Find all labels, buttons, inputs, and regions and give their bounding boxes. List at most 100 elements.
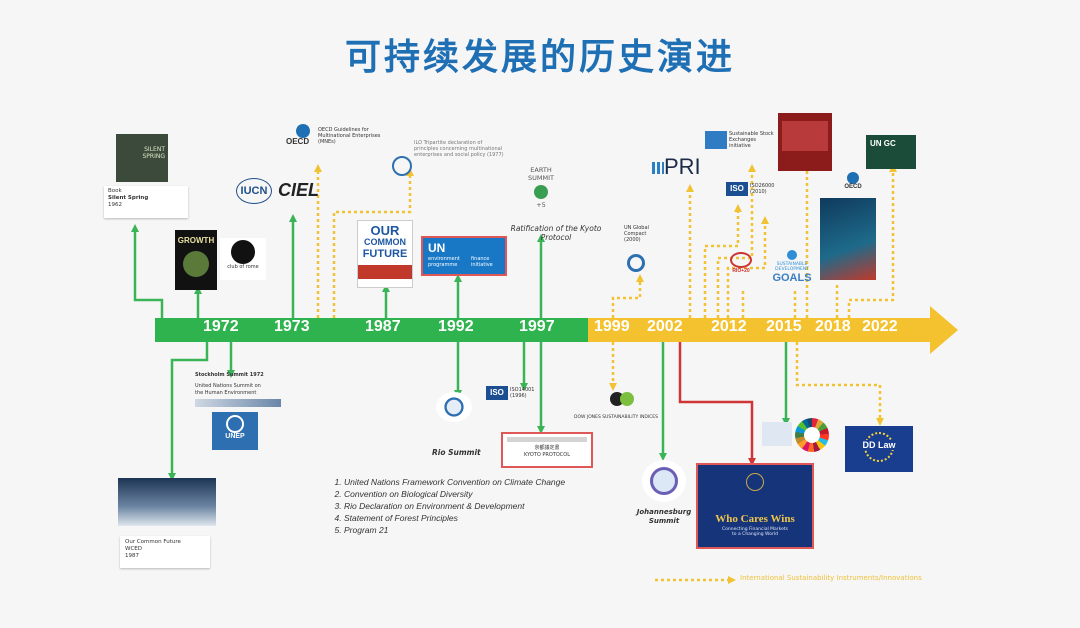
oecd-logo-text: OECD xyxy=(286,137,310,146)
earth-from-space-image xyxy=(118,478,216,526)
compact-line3: (2000) xyxy=(624,237,641,243)
kyoto-doc-line1: 京都議定書 xyxy=(534,445,560,451)
timeline-green-segment xyxy=(155,318,588,342)
list-item: Convention on Biological Diversity xyxy=(344,488,565,500)
iso26000-text: ISO26000 (2010) xyxy=(750,183,775,195)
unep-fi-right-text: finance initiative xyxy=(471,256,493,268)
earth-summit-line1: EARTH xyxy=(530,166,552,174)
ocf-line1: OUR xyxy=(370,223,400,238)
iso26000-logo: ISO xyxy=(726,182,748,196)
oecd-report-cover xyxy=(820,198,876,280)
earth-summit-plus: +5 xyxy=(536,201,546,209)
ilo-declaration-text: ILO Tripartite declaration of principles… xyxy=(414,140,504,158)
iucn-logo: IUCN xyxy=(236,178,272,204)
sdg-goals-logo: SUSTAINABLE DEVELOPMENT GOALS xyxy=(768,250,816,284)
oecd-guidelines-text: OECD Guidelines for Multinational Enterp… xyxy=(318,127,381,145)
iso14001-logo: ISO xyxy=(486,386,508,400)
earth-summit-logo: EARTH SUMMIT +5 xyxy=(518,166,564,209)
year-2022: 2022 xyxy=(862,318,898,335)
un-compact-logo-icon xyxy=(627,254,645,272)
caption-line1: Book xyxy=(108,188,122,194)
un-emblem-icon xyxy=(787,250,797,260)
our-common-future-cover: OUR COMMON FUTURE xyxy=(357,220,413,288)
club-of-rome-logo: club of rome xyxy=(220,238,266,280)
kyoto-ratification-text: Ratification of the Kyoto Protocol xyxy=(510,224,602,242)
green-arrowheads xyxy=(131,214,790,481)
oecd-circle-icon xyxy=(296,124,310,138)
silent-spring-book-title: SILENT SPRING xyxy=(142,146,165,160)
cover-band xyxy=(358,265,412,279)
oecd-circle-icon xyxy=(847,172,859,184)
sdg-line2: DEVELOPMENT xyxy=(775,267,809,272)
unep-label: UNEP xyxy=(225,433,245,440)
year-1992: 1992 xyxy=(438,318,474,335)
pri-logo: PRI xyxy=(652,154,701,180)
cf-caption-line1: Our Common Future xyxy=(125,539,181,545)
stockholm-line2: United Nations Summit on xyxy=(195,383,261,389)
unep-logo: UNEP xyxy=(212,412,258,450)
ilo-logo-icon xyxy=(392,156,412,176)
sse-logo-icon xyxy=(705,131,727,149)
unep-fi-left-text: environment programme xyxy=(428,256,460,268)
unep-emblem-icon xyxy=(226,415,244,433)
pri-label: PRI xyxy=(664,154,701,179)
year-1973: 1973 xyxy=(274,318,310,335)
year-2015: 2015 xyxy=(766,318,802,335)
rio-summit-logo xyxy=(436,392,476,428)
ocf-line2: COMMON xyxy=(364,237,406,247)
eu-dd-law-image: DD Law xyxy=(845,426,913,472)
who-cares-wins-report: Who Cares Wins Connecting Financial Mark… xyxy=(696,463,814,549)
djsi-text: DOW JONES SUSTAINABILITY INDICES xyxy=(573,415,658,420)
list-item: Rio Declaration on Environment & Develop… xyxy=(344,500,565,512)
year-1997: 1997 xyxy=(519,318,555,335)
sdg-wheel-icon xyxy=(795,418,829,452)
djsi-logo xyxy=(610,390,636,408)
yellow-connectors xyxy=(316,160,895,582)
eu-stars-icon: DD Law xyxy=(852,432,906,462)
year-2002: 2002 xyxy=(647,318,683,335)
ciel-logo: CIEL xyxy=(278,180,320,200)
common-future-caption: Our Common Future WCED 1987 xyxy=(120,536,210,568)
kyoto-doc-line2: KYOTO PROTOCOL xyxy=(523,452,571,458)
limits-to-growth-image: GROWTH xyxy=(175,230,217,290)
growth-label: GROWTH xyxy=(177,236,215,245)
page-title: 可持续发展的历史演进 xyxy=(344,37,735,78)
unep-fi-logo-text: UN xyxy=(428,241,446,255)
compact-line2: Compact xyxy=(624,231,647,237)
club-of-rome-label: club of rome xyxy=(227,264,259,270)
sse-text: Sustainable Stock Exchanges initiative xyxy=(729,131,774,149)
oecd-2018-label: OECD xyxy=(844,184,862,190)
djsi-circle-green xyxy=(620,392,634,406)
earth-summit-line2: SUMMIT xyxy=(528,174,554,182)
stockholm-line3: the Human Environment xyxy=(195,390,257,396)
unep-fi-logo: UN environment programme finance initiat… xyxy=(421,236,507,276)
globe-icon xyxy=(231,240,255,264)
year-1972: 1972 xyxy=(203,318,239,335)
silent-spring-caption: Book Silent Spring 1962 xyxy=(104,186,188,218)
globe-icon xyxy=(183,251,209,277)
green-connectors xyxy=(133,220,788,475)
rio20-icon xyxy=(730,252,752,268)
caption-line3: 1962 xyxy=(108,202,122,208)
legend-text: International Sustainability Instruments… xyxy=(740,574,922,582)
pri-bars-icon xyxy=(652,162,664,175)
johannesburg-summit-logo xyxy=(642,460,686,502)
stockholm-line1: Stockholm Summit 1972 xyxy=(195,372,264,378)
oecd-logo: OECD xyxy=(286,124,314,148)
sdg-line1: SUSTAINABLE xyxy=(776,262,808,267)
kyoto-line1: Ratification of the Kyoto xyxy=(510,224,602,233)
un-emblem-icon xyxy=(746,473,764,491)
iso14001-text: ISO14001 (1996) xyxy=(510,387,535,399)
red-arrowhead xyxy=(748,458,756,466)
ocf-line3: FUTURE xyxy=(362,248,408,260)
year-1987: 1987 xyxy=(365,318,401,335)
oecd-2018-logo: OECD xyxy=(842,172,864,191)
rio-agreements-list: United Nations Framework Convention on C… xyxy=(322,476,565,536)
list-item: Statement of Forest Principles xyxy=(344,512,565,524)
report-cover-photo xyxy=(782,121,828,151)
caption-line2: Silent Spring xyxy=(108,195,149,201)
globe-icon xyxy=(534,185,548,199)
compact-line1: UN Global xyxy=(624,225,649,231)
sdg-wheel-center xyxy=(804,427,820,443)
un-gc-label: UN GC xyxy=(870,139,896,148)
